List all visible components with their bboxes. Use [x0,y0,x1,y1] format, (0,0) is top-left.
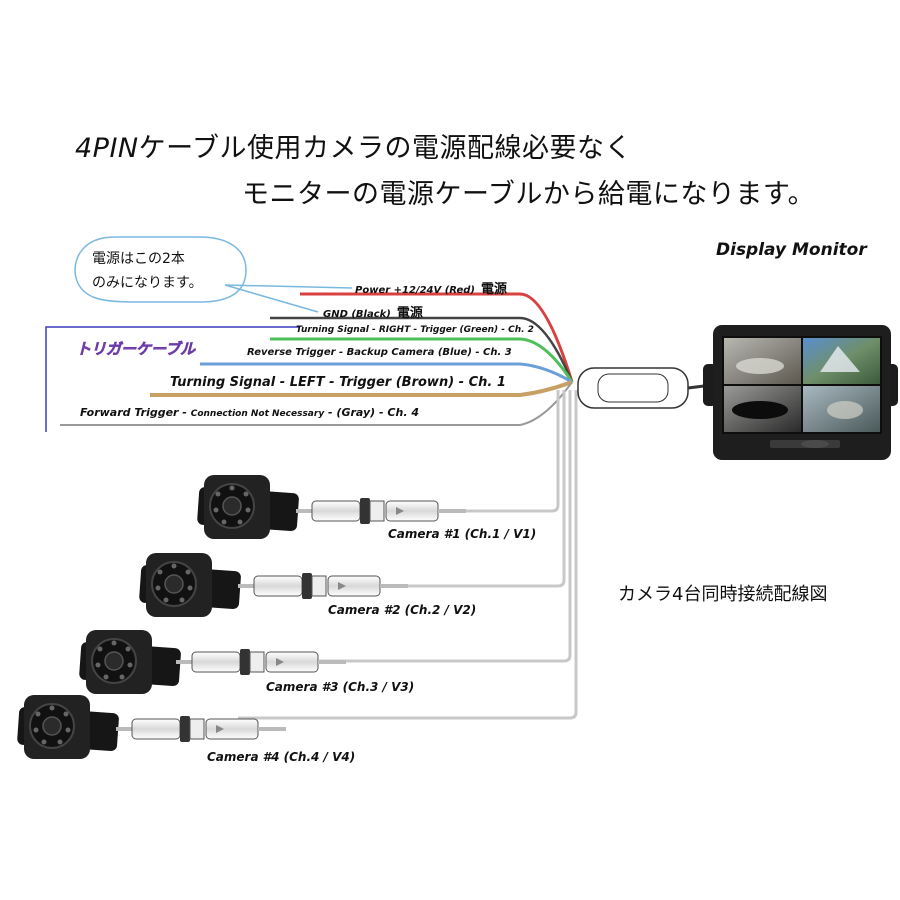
heading-line-1-text: ケーブル使用カメラの電源配線必要なく [138,133,633,164]
wire-label-power-jp: 電源 [481,282,508,297]
heading-prefix: 4PIN [75,133,139,164]
camera-4-label: Camera #4 (Ch.4 / V4) [207,750,356,764]
connector-chain-1 [296,498,466,524]
wire-label-gnd-jp: 電源 [396,306,423,321]
wire-label-gnd-text: GND (Black) [323,309,391,320]
wire-label-gnd: GND (Black) 電源 [323,302,423,321]
wire-label-power: Power +12/24V (Red) 電源 [355,278,507,297]
wire-label-right: Turning Signal - RIGHT - Trigger (Green)… [296,325,534,335]
trigger-cable-label: トリガーケーブル [76,340,196,359]
camera-2 [139,553,241,617]
heading-line-2: モニターの電源ケーブルから給電になります。 [242,179,816,210]
wire-label-power-text: Power +12/24V (Red) [355,285,475,296]
camera-3-label: Camera #3 (Ch.3 / V3) [266,680,415,694]
wire-label-forward-end: - (Gray) - Ch. 4 [324,406,419,419]
camera-1 [197,475,299,539]
wire-label-reverse: Reverse Trigger - Backup Camera (Blue) -… [247,347,512,358]
trigger-wires [60,292,574,426]
wire-label-forward: Forward Trigger - Connection Not Necessa… [80,406,419,419]
wire-left [150,380,573,397]
speech-bubble [74,236,353,313]
wiring-diagram-title: カメラ4台同時接続配線図 [618,584,828,605]
junction-box [577,367,713,409]
camera-1-label: Camera #1 (Ch.1 / V1) [388,527,537,541]
wire-label-left: Turning Signal - LEFT - Trigger (Brown) … [170,375,506,390]
camera-4 [17,695,119,759]
wire-power [300,292,574,383]
wire-reverse [200,362,573,384]
bubble-line-2: のみになります。 [92,275,203,291]
connector-chain-2 [238,573,408,599]
bubble-pointer-power [224,284,353,289]
bubble-line-1: 電源はこの2本 [92,251,185,267]
display-monitor [703,325,898,460]
connector-chain-3 [176,649,346,675]
bubble-pointer-gnd [224,284,319,313]
wire-right [270,337,574,383]
monitor-label: Display Monitor [716,240,867,260]
wire-forward [60,381,573,426]
wire-label-forward-main: Forward Trigger - [80,406,191,419]
heading-line-1: 4PINケーブル使用カメラの電源配線必要なく [75,126,632,165]
connector-chain-4 [116,716,286,742]
wire-label-forward-note: Connection Not Necessary [190,409,325,419]
camera-3 [79,630,181,694]
video-cables [238,390,578,720]
bubble-text: 電源はこの2本 のみになります。 [92,247,203,295]
trigger-bracket [45,326,300,432]
wire-gnd [270,316,574,383]
camera-2-label: Camera #2 (Ch.2 / V2) [328,603,477,617]
